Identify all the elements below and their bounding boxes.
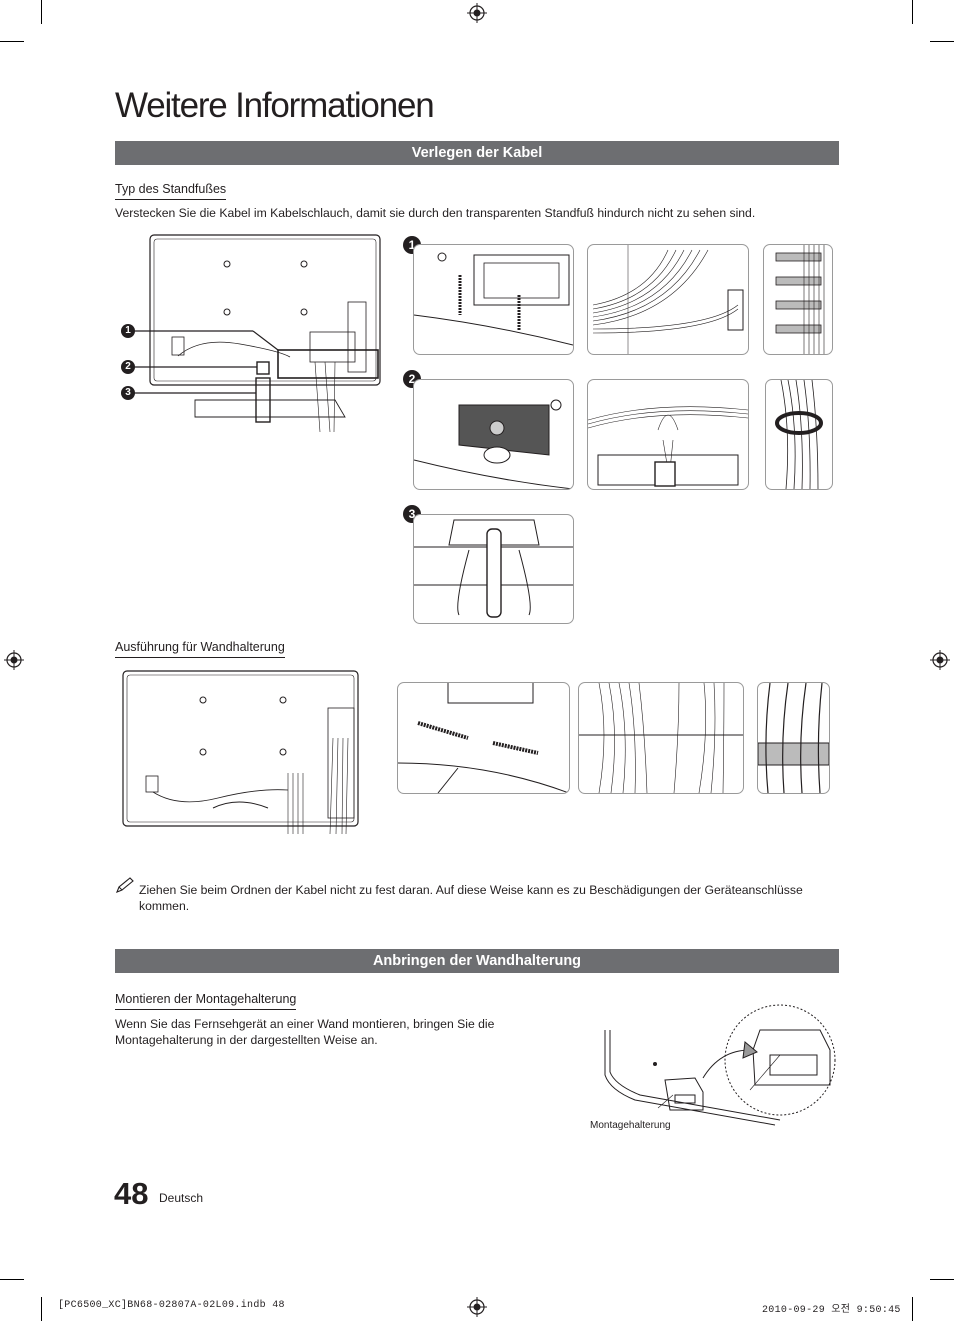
page-language: Deutsch <box>159 1191 204 1205</box>
detail-panel-1b <box>587 244 749 355</box>
callout-3: 3 <box>121 386 135 400</box>
detail-panel-1a <box>413 244 574 355</box>
detail-illustration <box>414 399 573 489</box>
crop-mark <box>0 1279 24 1280</box>
registration-mark-icon <box>4 650 24 670</box>
detail-illustration <box>398 683 569 793</box>
crop-mark <box>41 1297 42 1321</box>
section-heading-mount: Anbringen der Wandhalterung <box>115 949 839 973</box>
cable-note: Ziehen Sie beim Ordnen der Kabel nicht z… <box>139 883 803 913</box>
detail-panel-3 <box>413 514 574 624</box>
wall-detail-panel-c <box>757 682 830 794</box>
subheading-wall: Ausführung für Wandhalterung <box>115 640 285 658</box>
detail-panel-2c <box>765 379 833 490</box>
mount-bracket-illustration <box>604 1004 836 1126</box>
callout-2: 2 <box>121 360 135 374</box>
section-heading-cables: Verlegen der Kabel <box>115 141 839 165</box>
tv-back-wall-illustration <box>122 670 359 835</box>
mount-figure-label: Montagehalterung <box>590 1120 671 1131</box>
wall-detail-panel-a <box>397 682 570 794</box>
detail-panel-2b <box>587 379 749 490</box>
page-title: Weitere Informationen <box>115 86 435 125</box>
crop-mark <box>912 1297 913 1321</box>
subheading-mount: Montieren der Montagehalterung <box>115 992 297 1010</box>
detail-illustration <box>758 683 829 793</box>
detail-illustration <box>414 519 573 618</box>
registration-mark-icon <box>467 1297 487 1317</box>
detail-illustration <box>579 683 743 793</box>
detail-illustration <box>588 406 748 487</box>
stand-description: Verstecken Sie die Kabel im Kabelschlauc… <box>115 206 756 220</box>
crop-mark <box>930 1279 954 1280</box>
footer-timestamp: 2010-09-29 오전 9:50:45 <box>762 1305 901 1316</box>
registration-mark-icon <box>467 3 487 23</box>
tv-back-stand-illustration <box>128 234 381 433</box>
callout-1: 1 <box>121 324 135 338</box>
crop-mark <box>930 41 954 42</box>
detail-panel-1c <box>763 244 833 355</box>
footer-file: [PC6500_XC]BN68-02807A-02L09.indb 48 <box>58 1300 285 1311</box>
detail-illustration <box>414 252 573 346</box>
detail-panel-2a <box>413 379 574 490</box>
wall-detail-panel-b <box>578 682 744 794</box>
subheading-stand: Typ des Standfußes <box>115 182 227 200</box>
crop-mark <box>41 0 42 24</box>
crop-mark <box>0 41 24 42</box>
detail-illustration <box>775 245 825 354</box>
crop-mark <box>912 0 913 24</box>
detail-illustration <box>592 245 744 354</box>
pencil-note-icon <box>116 877 134 893</box>
page-number: 48 <box>114 1176 149 1211</box>
detail-illustration <box>775 380 823 489</box>
mount-description: Wenn Sie das Fernsehgerät an einer Wand … <box>115 1017 495 1047</box>
registration-mark-icon <box>930 650 950 670</box>
